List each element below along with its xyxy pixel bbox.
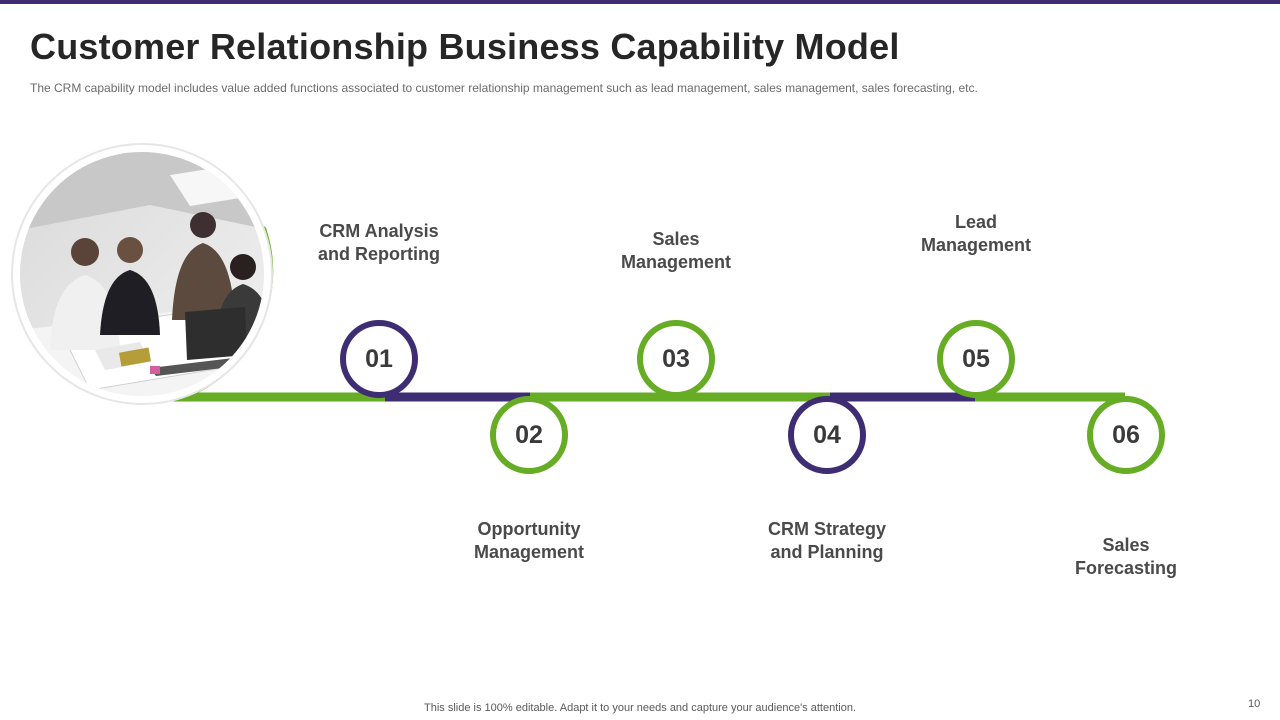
step-number: 03 (662, 345, 690, 373)
top-accent-bar (0, 0, 1280, 4)
step-ring (937, 320, 1015, 398)
step-ring (490, 396, 568, 474)
step-number: 01 (365, 345, 393, 373)
page-number: 10 (1248, 698, 1261, 710)
step-number: 06 (1112, 421, 1140, 449)
step-number: 05 (962, 345, 990, 373)
step-ring (788, 396, 866, 474)
slide-title: Customer Relationship Business Capabilit… (30, 26, 900, 67)
step-ring (340, 320, 418, 398)
slide-subtitle: The CRM capability model includes value … (30, 81, 978, 95)
step-number: 04 (813, 421, 841, 449)
step-ring (1087, 396, 1165, 474)
step-ring (637, 320, 715, 398)
footer-note: This slide is 100% editable. Adapt it to… (424, 702, 856, 714)
step-number: 02 (515, 421, 543, 449)
team-meeting-photo (20, 152, 264, 396)
